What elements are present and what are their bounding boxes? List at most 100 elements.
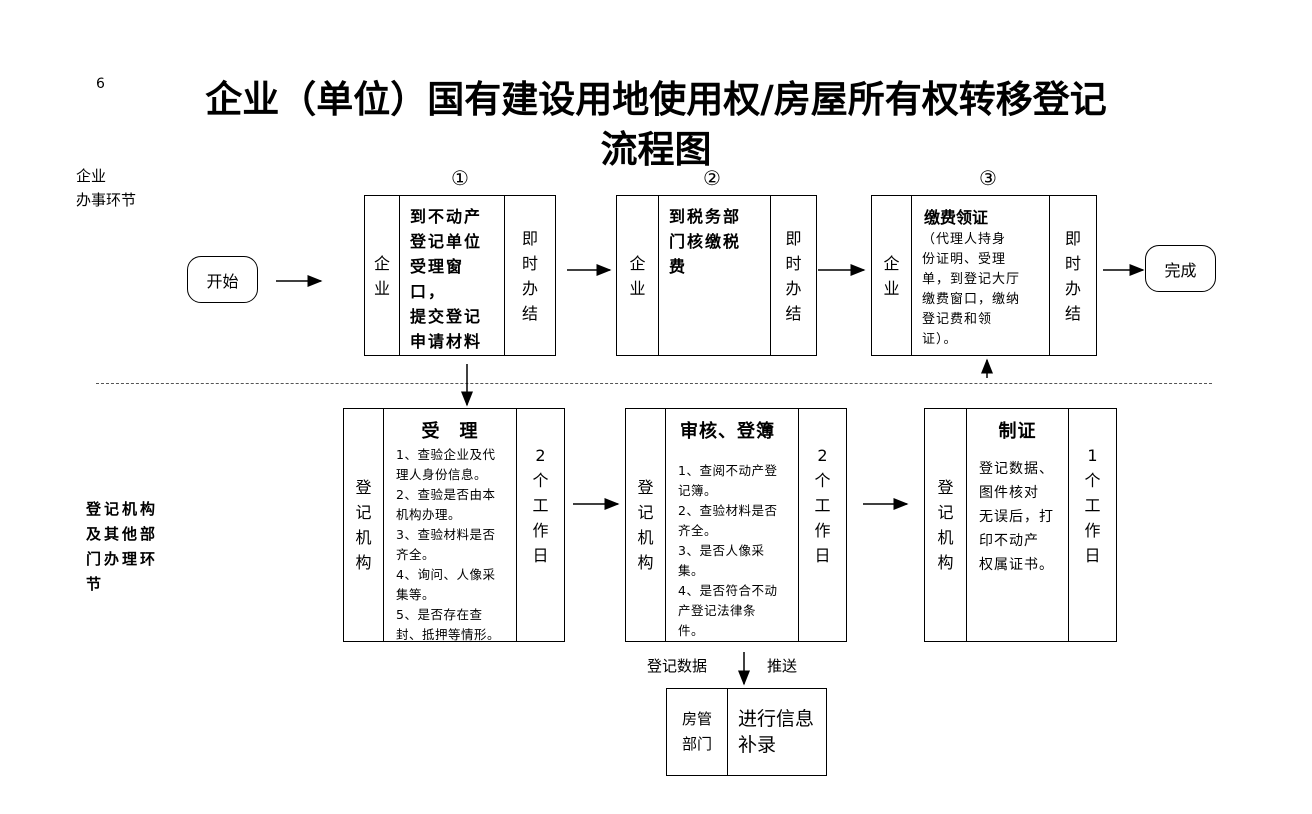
content-line: 补录 — [738, 734, 777, 756]
content-line: 权属证书。 — [979, 557, 1054, 573]
box-heading: 缴费领证 — [924, 208, 989, 227]
actor-char: 记 — [637, 503, 654, 522]
timing-char: 时 — [1064, 253, 1081, 273]
registry-step-box-3: 登 记 机 构 制证 登记数据、 图件核对 无误后，打 印不动产 权属证书。 1… — [924, 408, 1117, 642]
timing-cell: 1 个 工 作 日 — [1068, 409, 1116, 641]
actor-char: 机 — [637, 528, 654, 547]
page-title: 企业（单位）国有建设用地使用权/房屋所有权转移登记 — [205, 78, 1107, 121]
actor-char: 构 — [937, 553, 954, 572]
content-line: 缴费窗口，缴纳 — [922, 292, 1021, 307]
timing-char: 即 — [1064, 228, 1081, 248]
timing-char: 时 — [521, 253, 538, 273]
content-cell: 到不动产 登记单位 受理窗口， 提交登记 申请材料 — [399, 196, 504, 355]
actor-char: 登 — [937, 478, 954, 497]
actor-char: 业 — [373, 278, 390, 298]
actor-char: 构 — [637, 553, 654, 572]
timing-cell: 即 时 办 结 — [504, 196, 555, 355]
content-line: 4、询问、人像采 — [396, 567, 496, 582]
content-line: 3、查验材料是否 — [396, 527, 496, 542]
timing-char: 2 — [535, 446, 546, 465]
content-line: 2、查验是否由本 — [396, 487, 496, 502]
box-heading: 制证 — [998, 421, 1037, 442]
content-line: 2、查验材料是否 — [678, 503, 778, 518]
end-label: 完成 — [1164, 260, 1197, 280]
enterprise-step-box-1: 企 业 到不动产 登记单位 受理窗口， 提交登记 申请材料 即 时 办 结 — [364, 195, 556, 356]
page-subtitle: 流程图 — [600, 128, 712, 171]
timing-char: 日 — [1084, 546, 1101, 565]
section-divider — [96, 383, 1212, 384]
content-line: 受理窗口， — [410, 257, 465, 301]
timing-char: 作 — [532, 521, 549, 540]
content-line: 件。 — [678, 623, 705, 638]
content-line: （代理人持身 — [922, 232, 1007, 247]
content-line: 申请材料 — [410, 332, 483, 351]
box-heading: 审核、登簿 — [680, 421, 775, 442]
content-line: 图件核对 — [979, 485, 1039, 501]
actor-line: 房管 — [681, 710, 712, 728]
timing-char: 结 — [1064, 303, 1081, 323]
timing-char: 结 — [785, 303, 802, 323]
actor-char: 机 — [937, 528, 954, 547]
actor-char: 企 — [629, 253, 646, 273]
actor-char: 企 — [883, 253, 900, 273]
content-line: 机构办理。 — [396, 507, 462, 522]
timing-char: 工 — [532, 496, 549, 515]
actor-char: 登 — [637, 478, 654, 497]
step-marker-3: ③ — [979, 166, 997, 190]
content-line: 份证明、受理 — [922, 252, 1007, 267]
content-line: 集等。 — [396, 587, 436, 602]
actor-char: 业 — [629, 278, 646, 298]
content-line: 封、抵押等情形。 — [396, 627, 501, 642]
push-right-label: 推送 — [767, 657, 798, 675]
timing-char: 2 — [817, 446, 828, 465]
start-terminal: 开始 — [187, 256, 258, 303]
content-line: 证）。 — [922, 332, 958, 347]
timing-char: 个 — [532, 471, 549, 490]
actor-cell: 企 业 — [617, 196, 658, 355]
timing-char: 时 — [785, 253, 802, 273]
timing-cell: 即 时 办 结 — [1049, 196, 1096, 355]
content-line: 齐全。 — [396, 547, 436, 562]
section-label-line: 及其他部 — [86, 525, 159, 543]
housing-dept-box: 房管 部门 进行信息 补录 — [666, 688, 827, 776]
content-line: 记簿。 — [678, 483, 718, 498]
actor-line: 部门 — [681, 735, 712, 753]
timing-char: 即 — [521, 228, 538, 248]
content-line: 单，到登记大厅 — [922, 272, 1021, 287]
content-line: 费 — [669, 257, 688, 276]
content-line: 集。 — [678, 563, 705, 578]
content-cell: 进行信息 补录 — [727, 689, 826, 775]
content-line: 登记费和领 — [922, 312, 993, 327]
registry-step-box-1: 登 记 机 构 受 理 1、查验企业及代 理人身份信息。 2、查验是否由本 机构… — [343, 408, 565, 642]
content-line: 登记单位 — [410, 232, 483, 251]
content-line: 进行信息 — [738, 708, 815, 730]
step-marker-1: ① — [451, 166, 469, 190]
content-cell: 缴费领证 （代理人持身 份证明、受理 单，到登记大厅 缴费窗口，缴纳 登记费和领… — [911, 196, 1049, 355]
push-left-label: 登记数据 — [647, 657, 708, 675]
content-cell: 到税务部 门核缴税 费 — [658, 196, 770, 355]
content-line: 5、是否存在查 — [396, 607, 483, 622]
timing-char: 日 — [814, 546, 831, 565]
start-label: 开始 — [206, 271, 239, 291]
timing-char: 工 — [814, 496, 831, 515]
content-line: 到不动产 — [410, 207, 483, 226]
actor-char: 构 — [355, 553, 372, 572]
content-line: 提交登记 — [410, 307, 483, 326]
timing-char: 办 — [785, 278, 802, 298]
section-label-line: 登记机构 — [86, 500, 159, 518]
content-line: 登记数据、 — [979, 461, 1054, 477]
section-label-line: 办事环节 — [76, 191, 137, 209]
timing-char: 即 — [785, 228, 802, 248]
content-line: 到税务部 — [669, 207, 742, 226]
timing-char: 作 — [814, 521, 831, 540]
timing-cell: 即 时 办 结 — [770, 196, 816, 355]
content-line: 3、是否人像采 — [678, 543, 765, 558]
timing-char: 1 — [1087, 446, 1098, 465]
actor-cell: 房管 部门 — [667, 689, 727, 775]
section-label-line: 企业 — [76, 167, 107, 185]
enterprise-section-label: 企业 办事环节 — [76, 164, 136, 212]
actor-cell: 登 记 机 构 — [626, 409, 665, 641]
timing-cell: 2 个 工 作 日 — [798, 409, 846, 641]
box-heading: 受 理 — [421, 421, 479, 442]
